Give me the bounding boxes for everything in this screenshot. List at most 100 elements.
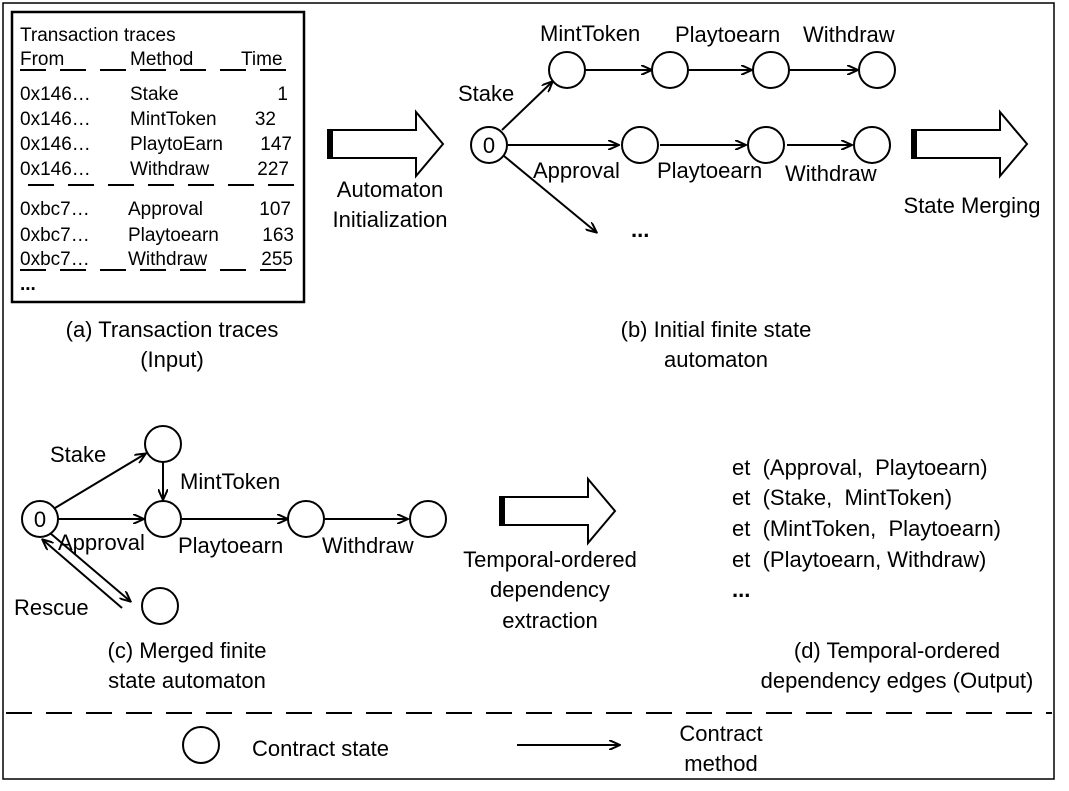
caption-c-line2: state automaton bbox=[108, 668, 266, 693]
state-node bbox=[144, 500, 182, 538]
row1-from: 0x146… bbox=[20, 84, 91, 105]
state-node bbox=[409, 500, 447, 538]
edge-rescue bbox=[49, 532, 130, 601]
block-arrow-1-tail bbox=[328, 130, 333, 158]
caption-d-line1: (d) Temporal-ordered bbox=[794, 638, 1000, 663]
edge-stake bbox=[501, 82, 552, 131]
legend: Contract state Contract method bbox=[182, 721, 763, 776]
caption-b-line2: automaton bbox=[664, 347, 768, 372]
arrow-dependency-extraction: Temporal-ordered dependency extraction bbox=[463, 476, 637, 633]
row7-time: 255 bbox=[261, 249, 293, 270]
label-playtoearn-top: Playtoearn bbox=[675, 22, 780, 47]
label-withdraw-bottom: Withdraw bbox=[785, 161, 877, 186]
state-node bbox=[141, 587, 179, 625]
label-stake: Stake bbox=[458, 81, 514, 106]
label-withdraw-top: Withdraw bbox=[803, 22, 895, 47]
block-arrow-3 bbox=[499, 476, 617, 546]
state-node bbox=[287, 500, 325, 538]
state-node-start bbox=[21, 500, 59, 538]
label-playtoearn: Playtoearn bbox=[178, 533, 283, 558]
legend-method-label-line2: method bbox=[684, 751, 757, 776]
label-more: ... bbox=[631, 217, 649, 242]
panel-d-dependency-edges: et (Approval, Playtoearn) et (Stake, Min… bbox=[732, 455, 1033, 693]
arrow1-label-line1: Automaton bbox=[337, 177, 443, 202]
row7-from: 0xbc7… bbox=[20, 249, 90, 270]
state-node bbox=[858, 51, 896, 89]
state-node-start-label: 0 bbox=[34, 507, 46, 532]
state-node-start-label: 0 bbox=[483, 133, 495, 158]
block-arrow-1 bbox=[327, 109, 445, 179]
row2-method: MintToken bbox=[130, 109, 217, 130]
edge-more bbox=[503, 155, 596, 232]
row1-method: Stake bbox=[130, 84, 179, 105]
row2-from: 0x146… bbox=[20, 109, 91, 130]
state-node bbox=[747, 126, 785, 164]
panel-c-merged-automaton: 0 Stake MintToken Approval Playtoearn Wi… bbox=[14, 425, 447, 693]
state-node bbox=[853, 126, 891, 164]
caption-a-line1: (a) Transaction traces bbox=[66, 317, 279, 342]
row7-method: Withdraw bbox=[128, 249, 207, 270]
label-approval: Approval bbox=[58, 530, 145, 555]
caption-c-line1: (c) Merged finite bbox=[108, 638, 267, 663]
row4-method: Withdraw bbox=[130, 159, 209, 180]
dependency-edge: et (Stake, MintToken) bbox=[732, 485, 952, 510]
legend-state-icon bbox=[182, 726, 220, 764]
label-minttoken: MintToken bbox=[540, 21, 640, 46]
traces-table-box bbox=[10, 10, 306, 304]
row1-time: 1 bbox=[277, 84, 288, 105]
row4-time: 227 bbox=[257, 159, 289, 180]
arrow3-label-line2: dependency bbox=[490, 577, 610, 602]
edge-stake bbox=[54, 454, 145, 509]
dependency-edge: et (Playtoearn, Withdraw) bbox=[732, 547, 986, 572]
arrow3-label-line3: extraction bbox=[502, 608, 597, 633]
state-node bbox=[548, 51, 586, 89]
traces-more: ... bbox=[20, 274, 36, 295]
state-node bbox=[621, 126, 659, 164]
header-method: Method bbox=[130, 49, 193, 70]
panel-b-initial-automaton: 0 Stake MintToken Playtoearn Withdraw Ap… bbox=[458, 21, 896, 372]
row3-method: PlaytoEarn bbox=[130, 134, 223, 155]
arrow1-label-line2: Initialization bbox=[333, 207, 448, 232]
row4-from: 0x146… bbox=[20, 159, 91, 180]
caption-d-line2: dependency edges (Output) bbox=[761, 668, 1034, 693]
row5-method: Approval bbox=[128, 199, 203, 220]
header-time: Time bbox=[241, 49, 283, 70]
label-minttoken: MintToken bbox=[180, 469, 280, 494]
row6-method: Playtoearn bbox=[128, 225, 219, 246]
row5-from: 0xbc7… bbox=[20, 199, 90, 220]
label-approval: Approval bbox=[533, 158, 620, 183]
label-rescue: Rescue bbox=[14, 595, 89, 620]
label-withdraw: Withdraw bbox=[322, 533, 414, 558]
state-node-start bbox=[470, 126, 508, 164]
row5-time: 107 bbox=[259, 199, 291, 220]
row6-from: 0xbc7… bbox=[20, 225, 90, 246]
traces-box-title: Transaction traces bbox=[20, 25, 176, 46]
header-from: From bbox=[20, 49, 64, 70]
state-node bbox=[651, 51, 689, 89]
block-arrow-2-tail bbox=[912, 130, 917, 158]
dependency-more: ... bbox=[732, 577, 750, 602]
state-node bbox=[144, 425, 182, 463]
legend-method-label-line1: Contract bbox=[679, 721, 762, 746]
label-stake: Stake bbox=[50, 442, 106, 467]
dependency-edge: et (Approval, Playtoearn) bbox=[732, 455, 988, 480]
label-playtoearn-bottom: Playtoearn bbox=[657, 158, 762, 183]
panel-a-transaction-traces: Transaction traces From Method Time 0x14… bbox=[10, 10, 306, 372]
arrow-state-merging: State Merging bbox=[904, 109, 1041, 218]
legend-state-label: Contract state bbox=[252, 736, 389, 761]
row3-from: 0x146… bbox=[20, 134, 91, 155]
arrow2-label: State Merging bbox=[904, 193, 1041, 218]
dependency-edge: et (MintToken, Playtoearn) bbox=[732, 516, 1001, 541]
caption-b-line1: (b) Initial finite state bbox=[621, 317, 812, 342]
caption-a-line2: (Input) bbox=[140, 347, 204, 372]
block-arrow-3-tail bbox=[500, 497, 505, 525]
edge-rescue-return bbox=[43, 540, 123, 609]
row6-time: 163 bbox=[262, 225, 294, 246]
row3-time: 147 bbox=[260, 134, 292, 155]
arrow3-label-line1: Temporal-ordered bbox=[463, 547, 637, 572]
state-node bbox=[752, 51, 790, 89]
row2-time: 32 bbox=[255, 109, 276, 130]
arrow-automaton-initialization: Automaton Initialization bbox=[327, 109, 448, 232]
block-arrow-2 bbox=[911, 109, 1029, 179]
